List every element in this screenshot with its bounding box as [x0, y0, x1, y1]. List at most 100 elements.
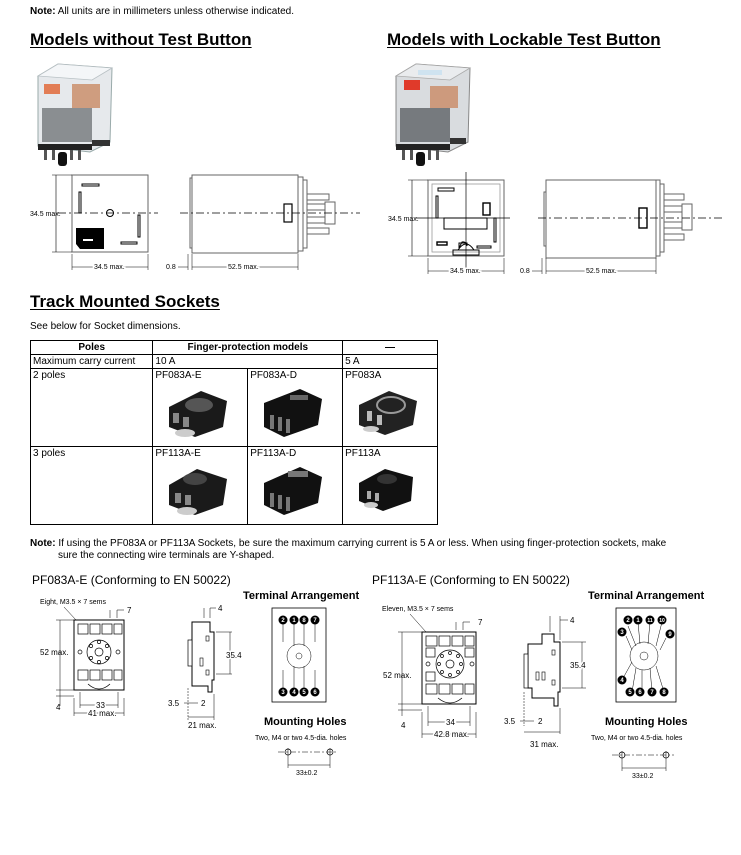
units-note-text: All units are in millimeters unless othe…	[55, 6, 294, 17]
socket-photo	[359, 469, 414, 511]
poles-cell: 2 poles	[29, 368, 154, 447]
pf083a-e-mounting-text: Two, M4 or two 4.5-dia. holes	[255, 735, 347, 742]
table-row: 2 poles PF083A-E PF083A-D PF083A	[29, 368, 438, 447]
terminal-number: 4	[620, 678, 624, 684]
pf113a-e-terminal-arrangement-title: Terminal Arrangement	[588, 590, 705, 602]
terminal-number: 9	[668, 632, 672, 638]
socket-dimensions-note: See below for Socket dimensions.	[30, 321, 181, 332]
terminal-number: 5	[302, 690, 306, 696]
side-height-dim: 35.4	[226, 651, 242, 660]
pf113a-e-mounting-holes-title: Mounting Holes	[605, 716, 688, 728]
pf083a-e-dimension-drawing: Eight, M3.5 × 7 sems 7 52 max. 4 33 41 m…	[40, 599, 244, 730]
model-name: PF113A-D	[250, 448, 297, 459]
side-height-dim: 35.4	[570, 661, 586, 670]
model-cell: PF113A-D	[247, 446, 344, 525]
terminal-number: 5	[628, 690, 632, 696]
model-name: PF083A-E	[155, 370, 202, 381]
side-a-dim: 3.5	[504, 717, 516, 726]
socket-note-label: Note:	[30, 538, 56, 549]
mounting-dim: 33±0.2	[296, 770, 317, 777]
width-dim: 42.8 max.	[434, 730, 469, 739]
relay-photo-lockable-test-button	[394, 63, 472, 166]
header-finger-protection: Finger-protection models	[152, 340, 344, 355]
socket-note-continuation: sure the connecting wire terminals are Y…	[58, 550, 275, 561]
terminal-number: 1	[292, 618, 296, 624]
terminal-number: 7	[650, 690, 654, 696]
side-top-dim: 4	[570, 616, 575, 625]
front-width-dim: 34.5 max.	[450, 268, 481, 275]
sockets-table: Poles Finger-protection models — Maximum…	[29, 340, 438, 525]
model-cell: PF083A	[342, 368, 438, 447]
model-cell: PF083A-D	[247, 368, 344, 447]
side-b-dim: 2	[538, 717, 543, 726]
socket-photo	[264, 389, 323, 437]
width-dim: 41 max.	[88, 709, 116, 718]
model-cell: PF113A-E	[152, 446, 249, 525]
units-note: Note: All units are in millimeters unles…	[30, 6, 294, 17]
side-top-dim: 4	[218, 604, 223, 613]
pitch-top-dim: 7	[478, 618, 483, 627]
terminal-number: 8	[302, 618, 306, 624]
mounting-dim: 33±0.2	[632, 773, 653, 780]
screws-label: Eleven, M3.5 × 7 sems	[382, 606, 454, 613]
terminal-number: 2	[281, 618, 285, 624]
front-height-dim: 34.5 max.	[30, 211, 61, 218]
relay-standard-dimension-drawing: 34.5 max. 34.5 max. 0.8 52.5 max.	[30, 174, 360, 273]
relay-photo-standard	[36, 63, 114, 166]
height-dim: 52 max.	[40, 648, 68, 657]
carry-current-label: Maximum carry current	[29, 354, 154, 369]
inner-width-dim: 34	[446, 718, 455, 727]
side-offset-dim: 0.8	[166, 264, 176, 271]
table-row: 3 poles PF113A-E PF113A-D PF113A	[29, 446, 438, 525]
side-b-dim: 2	[201, 699, 206, 708]
terminal-number: 11	[647, 618, 653, 624]
depth-dim: 21 max.	[188, 721, 216, 730]
pf083a-e-terminal-diagram: 2 1 8 7 3 4 5 6	[271, 607, 327, 703]
socket-photo	[169, 469, 228, 515]
side-length-dim: 52.5 max.	[228, 264, 259, 271]
header-poles: Poles	[29, 340, 154, 355]
height-dim: 52 max.	[383, 671, 411, 680]
pf113a-e-mounting-holes-diagram: 33±0.2	[612, 751, 674, 780]
pf083a-e-title: PF083A-E (Conforming to EN 50022)	[32, 573, 231, 587]
depth-dim: 31 max.	[530, 740, 558, 749]
model-cell: PF083A-E	[152, 368, 249, 447]
terminal-number: 6	[313, 690, 317, 696]
pf113a-e-mounting-text: Two, M4 or two 4.5-dia. holes	[591, 735, 683, 742]
terminal-number: 2	[626, 618, 630, 624]
side-offset-dim: 0.8	[520, 268, 530, 275]
terminal-number: 7	[313, 618, 317, 624]
socket-current-note: Note: If using the PF083A or PF113A Sock…	[30, 538, 730, 549]
carry-current-finger: 10 A	[152, 354, 344, 369]
heading-track-mounted-sockets: Track Mounted Sockets	[30, 292, 220, 311]
terminal-number: 10	[659, 618, 665, 624]
side-a-dim: 3.5	[168, 699, 180, 708]
model-cell: PF113A	[342, 446, 438, 525]
pitch-top-dim: 7	[127, 606, 132, 615]
relay-lockable-dimension-drawing: 34.5 max. 34.5 max. 0.8 52.5 max.	[388, 172, 725, 277]
pf113a-e-terminal-diagram: 2 1 11 10 3 9 4 5 6 7 8	[615, 607, 677, 703]
heading-models-with-lockable-test-button: Models with Lockable Test Button	[387, 30, 661, 49]
terminal-number: 1	[636, 618, 640, 624]
model-name: PF083A	[345, 370, 382, 381]
inner-width-dim: 33	[96, 701, 105, 710]
carry-current-other: 5 A	[342, 354, 438, 369]
front-height-dim: 34.5 max.	[388, 216, 419, 223]
pf083a-e-mounting-holes-diagram: 33±0.2	[278, 748, 336, 777]
screws-label: Eight, M3.5 × 7 sems	[40, 599, 106, 606]
side-length-dim: 52.5 max.	[586, 268, 617, 275]
socket-photo	[264, 467, 323, 515]
terminal-number: 8	[662, 690, 666, 696]
model-name: PF113A	[345, 448, 381, 459]
units-note-label: Note:	[30, 6, 56, 17]
header-other: —	[342, 340, 438, 355]
pf113a-e-title: PF113A-E (Conforming to EN 50022)	[372, 573, 570, 587]
bottom-dim: 4	[401, 721, 406, 730]
model-name: PF113A-E	[155, 448, 201, 459]
heading-models-without-test-button: Models without Test Button	[30, 30, 252, 49]
front-width-dim: 34.5 max.	[94, 264, 125, 271]
table-row-carry-current: Maximum carry current 10 A 5 A	[29, 354, 438, 369]
terminal-number: 4	[292, 690, 296, 696]
socket-photo	[169, 391, 228, 437]
poles-cell: 3 poles	[29, 446, 154, 525]
